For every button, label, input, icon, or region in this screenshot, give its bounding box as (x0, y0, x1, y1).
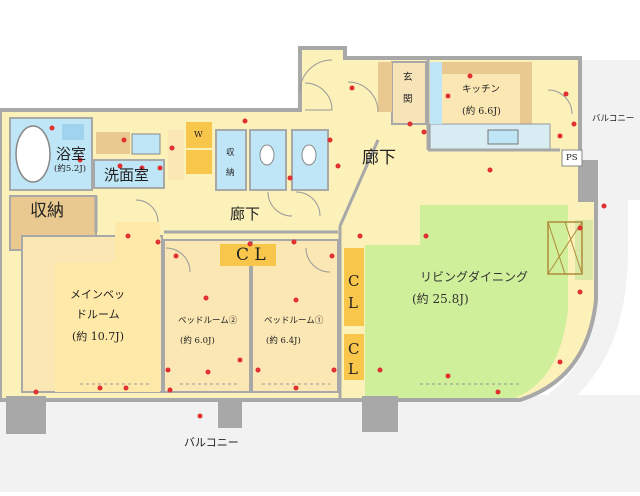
washroom-label: 洗面室 (104, 166, 150, 184)
w-label: W (194, 130, 203, 140)
kitchen-size: (約 6.6J) (462, 106, 501, 117)
closet-side1-c: C (348, 272, 360, 290)
pillar-3 (362, 396, 398, 432)
w-closet-bottom (186, 150, 212, 174)
master-size: (約 10.7J) (72, 330, 124, 343)
entrance-label-1: 玄 (403, 72, 413, 83)
ps-box (561, 149, 583, 167)
shoe-cabinet (378, 62, 392, 112)
balcony-bottom-area (0, 395, 640, 492)
bed2-label: ベッドルーム② (178, 316, 238, 326)
pillar-2 (218, 398, 242, 428)
kitchen-sink (487, 129, 519, 145)
fridge-area (430, 62, 442, 124)
bed1-size: (約 6.4J) (266, 336, 301, 346)
wash-cabinet (96, 132, 130, 154)
washroom-floor (93, 159, 165, 189)
bath-label: 浴室 (56, 145, 87, 163)
bath-shower (62, 124, 84, 140)
living-label: リビングダイニング (420, 270, 529, 284)
pillar-1 (6, 396, 46, 434)
bed2-size: (約 6.0J) (180, 336, 215, 346)
bathtub (15, 125, 51, 183)
ps-label: PS (566, 153, 578, 163)
closet-side1-l: L (348, 294, 358, 312)
storage-small (215, 129, 247, 191)
closet-small-label-2: 納 (226, 168, 235, 178)
balcony-right-label: バルコニー (592, 114, 635, 124)
closet-side-2 (344, 334, 364, 380)
closet-side2-l: L (348, 360, 358, 378)
closet-top-label: C L (236, 245, 266, 265)
kitchen-counter-top (430, 62, 520, 74)
hall-mid-label: 廊下 (230, 205, 261, 223)
entrance-label-2: 関 (403, 94, 413, 105)
pillar-4 (582, 160, 598, 200)
closet-top (220, 244, 276, 266)
toilet-bowl-1 (259, 144, 275, 166)
master-bed (58, 300, 158, 370)
storage-label: 収納 (30, 201, 64, 221)
kitchen-label: キッチン (462, 84, 501, 95)
w-closet-top (186, 122, 212, 148)
kitchen-counter-side (520, 62, 532, 132)
living-size: (約 25.8J) (412, 292, 469, 306)
kitchen-floor (430, 70, 520, 130)
closet-side2-c: C (348, 340, 360, 358)
closet-side-1 (344, 248, 364, 326)
bath-size: (約5.2J) (54, 164, 87, 174)
bed1-label: ベッドルーム① (264, 316, 324, 326)
toilet-bowl-2 (301, 144, 317, 166)
closet-small-label-1: 収 (226, 148, 235, 158)
kitchen-island (429, 123, 551, 151)
outlet-dots (33, 73, 607, 419)
living-floor (365, 205, 568, 398)
master-label-2: ドルーム (76, 308, 120, 321)
corridor-nook (168, 130, 184, 180)
hall-top-label: 廊下 (362, 148, 396, 168)
balcony-curve (520, 190, 628, 410)
wash-basin (131, 133, 161, 155)
balcony-bottom-label: バルコニー (184, 436, 239, 449)
master-label-1: メインベッ (70, 288, 125, 301)
